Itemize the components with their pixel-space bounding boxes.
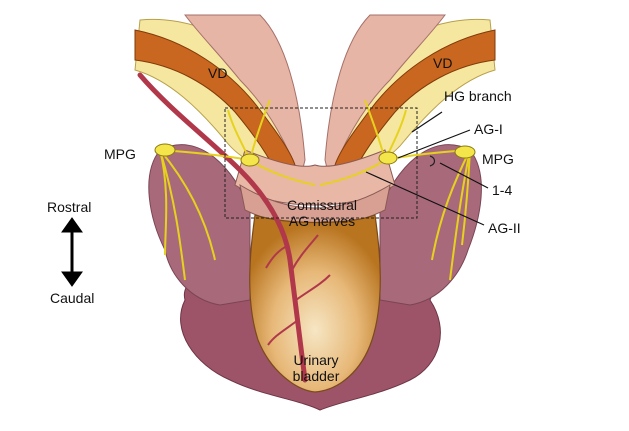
label-ag-ii: AG-II <box>488 220 521 236</box>
urinary-bladder <box>249 214 381 393</box>
artery-branch-1 <box>291 234 319 271</box>
label-vd-right: VD <box>433 55 453 71</box>
label-caudal: Caudal <box>50 290 95 306</box>
label-rostral: Rostral <box>47 199 92 215</box>
leader-lines <box>365 111 489 226</box>
left-mpg-ganglion <box>154 143 176 157</box>
artery-branch-2 <box>295 274 331 301</box>
ag-ii-bracket <box>429 155 436 167</box>
right-mpg-ganglion <box>454 145 476 159</box>
label-mpg-left: MPG <box>104 146 136 162</box>
label-hg-branch: HG branch <box>444 88 512 104</box>
label-vd-left: VD <box>208 65 228 81</box>
label-mpg-right: MPG <box>482 151 514 167</box>
artery <box>137 72 308 383</box>
right-ag-ganglion <box>378 151 398 165</box>
label-comissural: Comissural <box>286 197 358 213</box>
label-urinary: Urinary <box>293 352 339 368</box>
label-ag-i: AG-I <box>474 121 503 137</box>
inset-box <box>224 107 418 219</box>
artery-branch-3 <box>267 319 299 346</box>
label-one-to-four: 1-4 <box>492 182 513 198</box>
left-ag-ganglion <box>240 153 260 167</box>
artery-branch-4 <box>265 244 290 269</box>
label-ag-nerves: AG nerves <box>288 213 356 229</box>
label-bladder: bladder <box>292 368 340 384</box>
orientation-arrow <box>61 217 83 287</box>
